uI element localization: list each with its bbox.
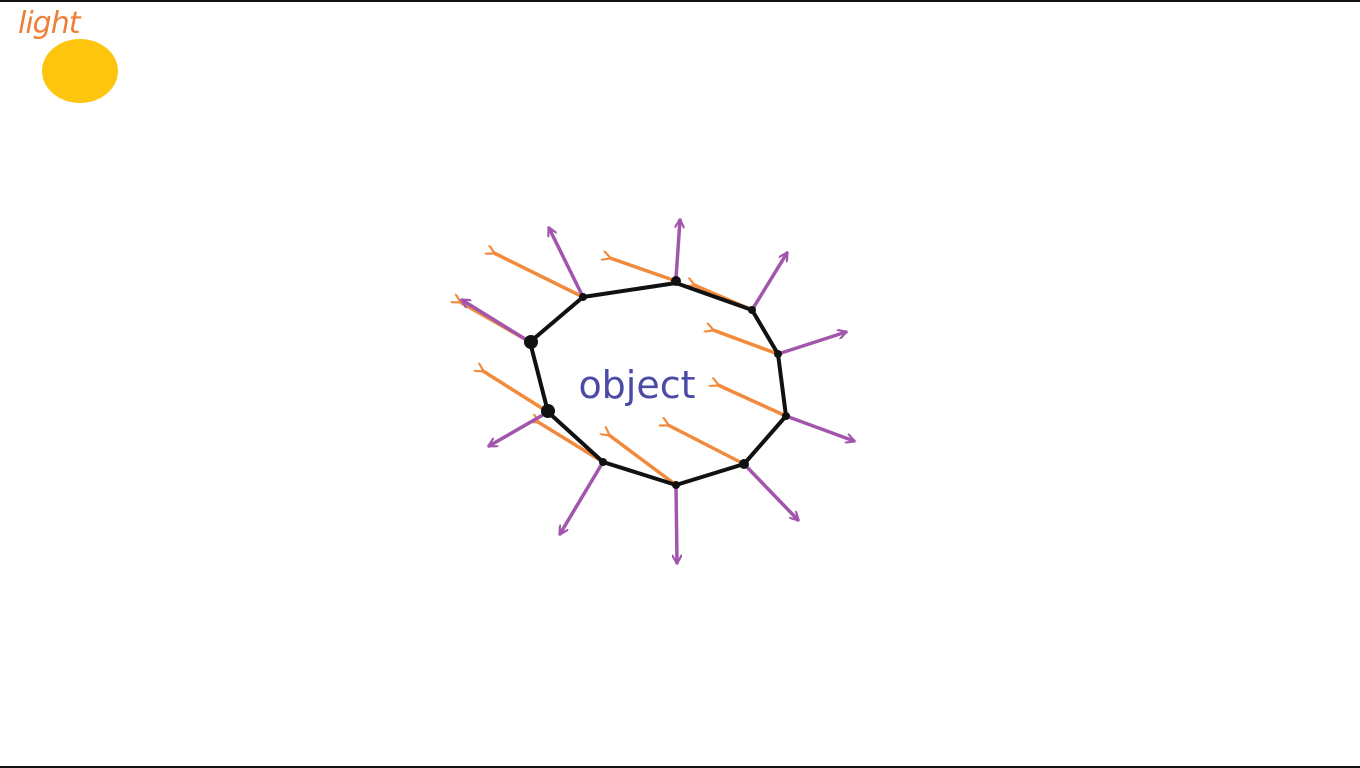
light-ray	[718, 385, 788, 418]
light-label: light	[18, 6, 80, 41]
light-ray	[668, 425, 746, 466]
normal-arrow	[462, 298, 532, 344]
normal-arrow	[674, 220, 680, 280]
light-ray	[494, 253, 585, 299]
vertex	[524, 335, 538, 349]
light-ray	[713, 330, 780, 356]
object-vertices	[524, 276, 790, 489]
light-ray	[610, 258, 675, 282]
vertex	[774, 350, 782, 358]
light-source	[42, 39, 118, 103]
normal-arrow	[750, 253, 789, 312]
vertex	[739, 459, 749, 469]
vertex	[599, 458, 607, 466]
light-ray	[609, 435, 678, 487]
normal-arrow	[489, 410, 550, 448]
vertex	[671, 276, 681, 286]
normal-arrow	[558, 460, 605, 534]
surface-normals	[462, 220, 854, 565]
vertex	[541, 404, 555, 418]
vertex	[782, 412, 790, 420]
normal-arrow	[776, 332, 846, 356]
normal-arrow	[549, 228, 585, 299]
vertex	[579, 293, 587, 301]
normal-arrow	[676, 483, 677, 565]
vertex	[672, 481, 680, 489]
light-ray	[483, 371, 550, 414]
light-ray	[538, 422, 605, 464]
normal-arrow	[784, 414, 854, 441]
object-label: object	[578, 363, 695, 407]
normal-arrow	[742, 462, 798, 520]
vertex	[748, 306, 756, 314]
